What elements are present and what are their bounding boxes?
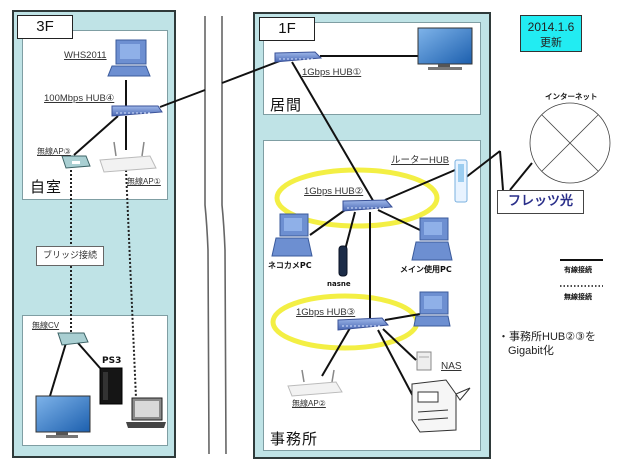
hub-icon-hub1	[274, 51, 323, 63]
label-nekokame-pc: ネコカメPC	[268, 261, 312, 270]
tv-icon-3f	[35, 395, 91, 438]
update-date-box: 2014.1.6 更新	[520, 15, 582, 52]
router-hub-icon	[454, 159, 468, 203]
label-hub3: 1Gbps HUB③	[296, 307, 356, 318]
label-hub2: 1Gbps HUB②	[304, 186, 364, 197]
floor-1f-tag: 1F	[259, 17, 315, 41]
wireless-links	[70, 169, 137, 399]
pc-icon-office	[413, 291, 451, 327]
floor-3f-tag: 3F	[17, 15, 73, 39]
ap-icon-ap1	[99, 141, 157, 173]
label-ps3: PS3	[102, 356, 122, 366]
room-ima-name: 居間	[270, 96, 303, 114]
converter-icon-cv	[57, 332, 89, 346]
label-hub4: 100Mbps HUB④	[44, 93, 115, 104]
link-hub4-hub1b	[221, 58, 286, 84]
label-nasne: nasne	[327, 280, 351, 288]
flets-hikari-box: フレッツ光	[497, 190, 584, 214]
link-hub2-main	[377, 209, 421, 231]
wired-links	[49, 55, 533, 401]
building-separator-left	[204, 16, 210, 455]
nasne-icon	[338, 245, 348, 277]
label-nas: NAS	[441, 361, 462, 372]
label-ap1: 無線AP①	[127, 177, 161, 186]
label-main-pc: メイン使用PC	[400, 265, 452, 274]
label-hub1: 1Gbps HUB①	[302, 67, 362, 78]
note-bullet: ・	[498, 331, 509, 343]
link-hub3-nas	[382, 328, 417, 361]
link-hub3-printer	[377, 329, 416, 401]
link-hub2-nasne	[344, 211, 356, 251]
tv-icon-1f	[417, 27, 473, 70]
note-line1: 事務所HUB②③を	[509, 331, 596, 343]
label-wireless-cv: 無線CV	[32, 321, 60, 330]
link-router-flets-a	[464, 150, 501, 179]
pc-icon-main	[411, 217, 453, 261]
gigabit-note: ・事務所HUB②③を Gigabit化	[498, 330, 596, 358]
nas-icon	[416, 351, 432, 371]
label-whs2011: WHS2011	[64, 50, 107, 61]
link-hub3-pc	[384, 313, 421, 321]
hub-icon-hub3	[337, 317, 390, 331]
label-ap3: 無線AP③	[37, 147, 71, 156]
highlight-hub2	[274, 167, 440, 229]
wireless-ap1-laptop	[125, 169, 137, 399]
link-hub2-router	[384, 169, 456, 201]
hub-icon-hub2	[342, 199, 394, 212]
link-cv-ps3	[77, 342, 101, 369]
note-line2: Gigabit化	[508, 345, 554, 357]
room-jishitsu-name: 自室	[30, 178, 63, 196]
ap-icon-ap3	[61, 155, 91, 169]
link-hub3-ap2	[321, 327, 351, 377]
printer-icon	[411, 379, 471, 433]
link-hub1-hub2	[291, 61, 376, 205]
link-hub4-ap3	[73, 115, 119, 156]
label-router-hub: ルーターHUB	[391, 155, 450, 166]
building-separator-right	[221, 16, 227, 455]
link-flets-internet	[509, 162, 533, 191]
label-ap2: 無線AP②	[292, 399, 326, 408]
pc-icon-whs2011	[107, 39, 151, 77]
label-internet: インターネット	[545, 92, 598, 101]
console-icon-ps3	[99, 367, 123, 405]
legend-wired-label: 有線接続	[564, 266, 592, 274]
link-cv-tv	[49, 342, 67, 397]
legend-wireless-label: 無線接続	[564, 293, 592, 301]
laptop-icon	[126, 397, 166, 428]
link-hub4-hub1	[159, 89, 206, 108]
update-label: 更新	[540, 37, 562, 49]
internet-cloud-icon	[529, 102, 611, 184]
hub-icon-hub4	[111, 105, 163, 117]
link-hub2-nekokame	[309, 209, 346, 236]
link-router-flets-b	[499, 150, 504, 191]
pc-icon-nekokame	[271, 213, 313, 257]
ap-icon-ap2	[287, 369, 343, 397]
bridge-connection-label: ブリッジ接続	[36, 246, 104, 266]
update-date: 2014.1.6	[527, 20, 575, 34]
room-office-name: 事務所	[270, 430, 319, 448]
